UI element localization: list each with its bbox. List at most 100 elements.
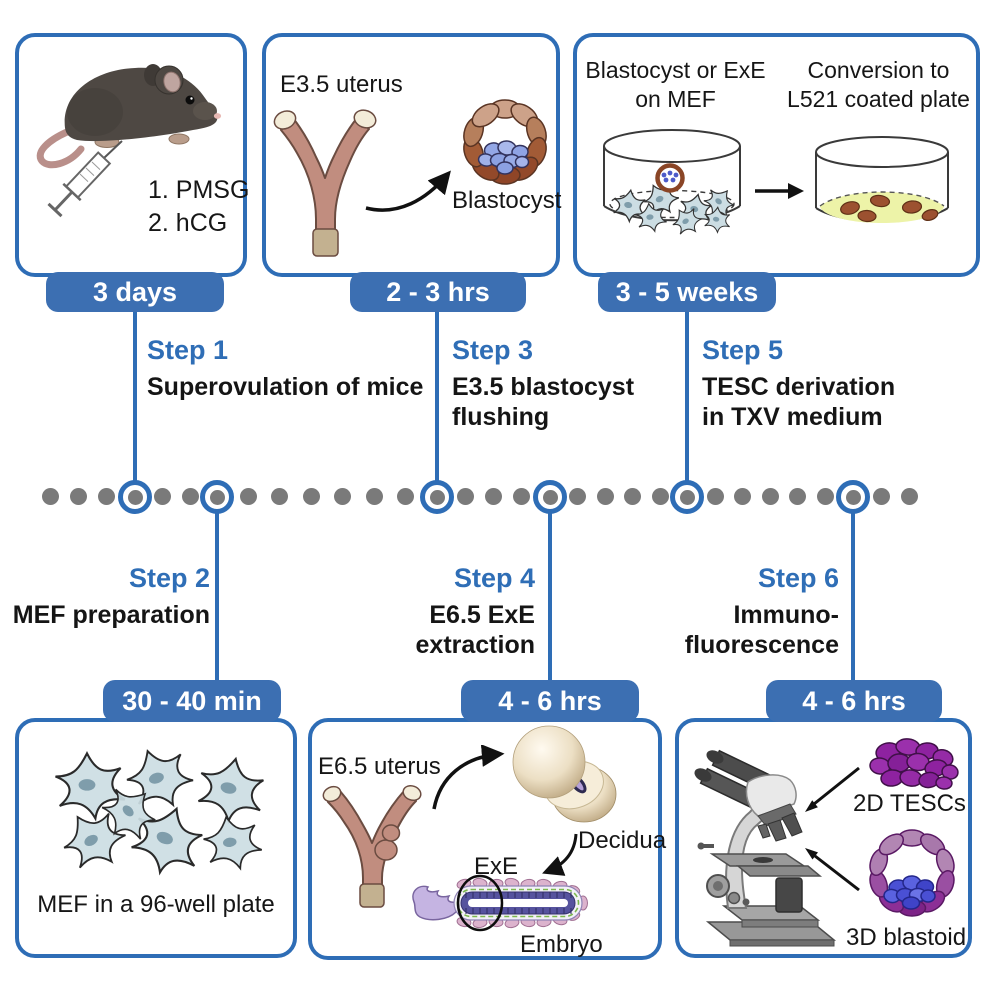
connector-step-4	[548, 512, 552, 682]
mouse-icon	[36, 64, 222, 169]
timeline-dot	[97, 488, 115, 505]
blastoid-3d-label: 3D blastoid	[846, 924, 967, 951]
caption-blastocyst-on-mef: Blastocyst or ExE on MEF	[578, 56, 773, 114]
step-6-desc-line2: fluorescence	[684, 631, 839, 659]
timeline-dot	[270, 488, 288, 505]
step-4-block: Step 4 E6.5 ExE extraction	[416, 562, 535, 660]
blastoid-3d-icon	[869, 829, 955, 917]
caption-line: on MEF	[635, 86, 716, 112]
timeline-dot	[456, 488, 474, 505]
timeline-dot	[365, 488, 383, 505]
timeline-dot	[596, 488, 614, 505]
timeline-node-dot	[845, 489, 861, 505]
panel-mef-preparation: MEF in a 96-well plate	[15, 718, 297, 958]
syringe-icon	[47, 140, 123, 218]
connector-step-5	[685, 310, 689, 482]
embryo-label: Embryo	[520, 931, 603, 958]
duration-badge-step2: 30 - 40 min	[103, 680, 281, 722]
step-1-label: Step 1	[147, 335, 229, 365]
uterus-e35-icon	[273, 109, 377, 257]
decidua-icon	[512, 725, 617, 823]
timeline-node-dot	[127, 489, 143, 505]
connector-step-1	[133, 310, 137, 482]
dish-mef-icon	[603, 129, 741, 240]
microscope-icon	[694, 749, 837, 947]
step-3-block: Step 3 E3.5 blastocyst flushing	[452, 334, 634, 432]
blastocyst-label: Blastocyst	[452, 187, 562, 214]
step-6-label: Step 6	[757, 563, 839, 593]
step-6-block: Step 6 Immuno- fluorescence	[685, 562, 839, 660]
step-1-desc: Superovulation of mice	[147, 373, 424, 401]
timeline-dot	[41, 488, 59, 505]
injection-item-hcg: 2. hCG	[148, 209, 228, 237]
timeline-dot	[623, 488, 641, 505]
curved-arrow-to-decidua-icon	[432, 745, 505, 810]
caption-line: Conversion to	[807, 57, 950, 83]
timeline-dot	[396, 488, 414, 505]
timeline-dot	[333, 488, 351, 505]
mef-caption: MEF in a 96-well plate	[37, 891, 275, 918]
step-1-block: Step 1 Superovulation of mice	[147, 334, 423, 402]
caption-line: Blastocyst or ExE	[585, 57, 766, 83]
step-5-block: Step 5 TESC derivation in TXV medium	[702, 334, 895, 432]
arrow-from-tescs-icon	[805, 766, 860, 812]
e35-uterus-label: E3.5 uterus	[280, 71, 403, 98]
e65-uterus-label: E6.5 uterus	[318, 753, 441, 780]
timeline-dot	[816, 488, 834, 505]
dish-l521-icon	[815, 136, 949, 223]
step-3-label: Step 3	[452, 335, 534, 365]
step-4-desc: E6.5 ExE	[429, 601, 535, 629]
duration-badge-step3: 2 - 3 hrs	[350, 272, 526, 312]
injection-list: 1. PMSG 2. hCG	[148, 174, 249, 240]
step-5-label: Step 5	[702, 335, 784, 365]
step-5-desc: TESC derivation	[702, 373, 896, 401]
timeline-dot	[706, 488, 724, 505]
step-2-desc: MEF preparation	[12, 601, 210, 629]
mef-cells-icon	[53, 742, 272, 884]
panel-blastocyst-flushing: E3.5 uterus	[262, 33, 562, 277]
timeline-node-ring	[533, 480, 567, 514]
duration-badge-step6: 4 - 6 hrs	[766, 680, 942, 722]
connector-step-3	[435, 310, 439, 482]
timeline-dot	[239, 488, 257, 505]
duration-badge-step1: 3 days	[46, 272, 224, 312]
panel-exe-extraction: E6.5 uterus De	[308, 718, 666, 960]
timeline-node-dot	[679, 489, 695, 505]
timeline-dot	[302, 488, 320, 505]
curved-arrow-icon	[365, 170, 451, 212]
injection-item-pmsg: 1. PMSG	[148, 176, 250, 204]
step-4-desc-line2: extraction	[415, 631, 535, 659]
timeline-dot	[872, 488, 890, 505]
timeline-node-dot	[542, 489, 558, 505]
panel-immunofluorescence: 2D TESCs	[675, 718, 972, 958]
timeline-node-ring	[118, 480, 152, 514]
timeline-dot	[900, 488, 918, 505]
connector-step-2	[215, 512, 219, 682]
connector-step-6	[851, 512, 855, 682]
timeline-dot	[568, 488, 586, 505]
timeline-dot	[181, 488, 199, 505]
decidua-label: Decidua	[578, 827, 667, 854]
timeline-node-ring	[836, 480, 870, 514]
caption-line: L521 coated plate	[787, 86, 970, 112]
timeline-node-ring	[200, 480, 234, 514]
tescs-2d-label: 2D TESCs	[853, 790, 966, 817]
timeline-dot	[761, 488, 779, 505]
timeline-dot	[153, 488, 171, 505]
caption-conversion-l521: Conversion to L521 coated plate	[781, 56, 976, 114]
timeline-dot	[69, 488, 87, 505]
timeline-dot	[733, 488, 751, 505]
blastocyst-icon	[463, 99, 547, 185]
step-3-desc: E3.5 blastocyst	[452, 373, 635, 401]
right-arrow-icon	[755, 183, 804, 199]
step-4-label: Step 4	[453, 563, 535, 593]
duration-badge-step5: 3 - 5 weeks	[598, 272, 776, 312]
arrow-from-blastoid-icon	[805, 848, 860, 892]
timeline-node-ring	[670, 480, 704, 514]
embryo-icon	[412, 874, 588, 932]
duration-badge-step4: 4 - 6 hrs	[461, 680, 639, 722]
timeline-node-dot	[209, 489, 225, 505]
step-2-label: Step 2	[128, 563, 210, 593]
step-6-desc: Immuno-	[733, 601, 839, 629]
uterus-e65-icon	[322, 784, 422, 908]
